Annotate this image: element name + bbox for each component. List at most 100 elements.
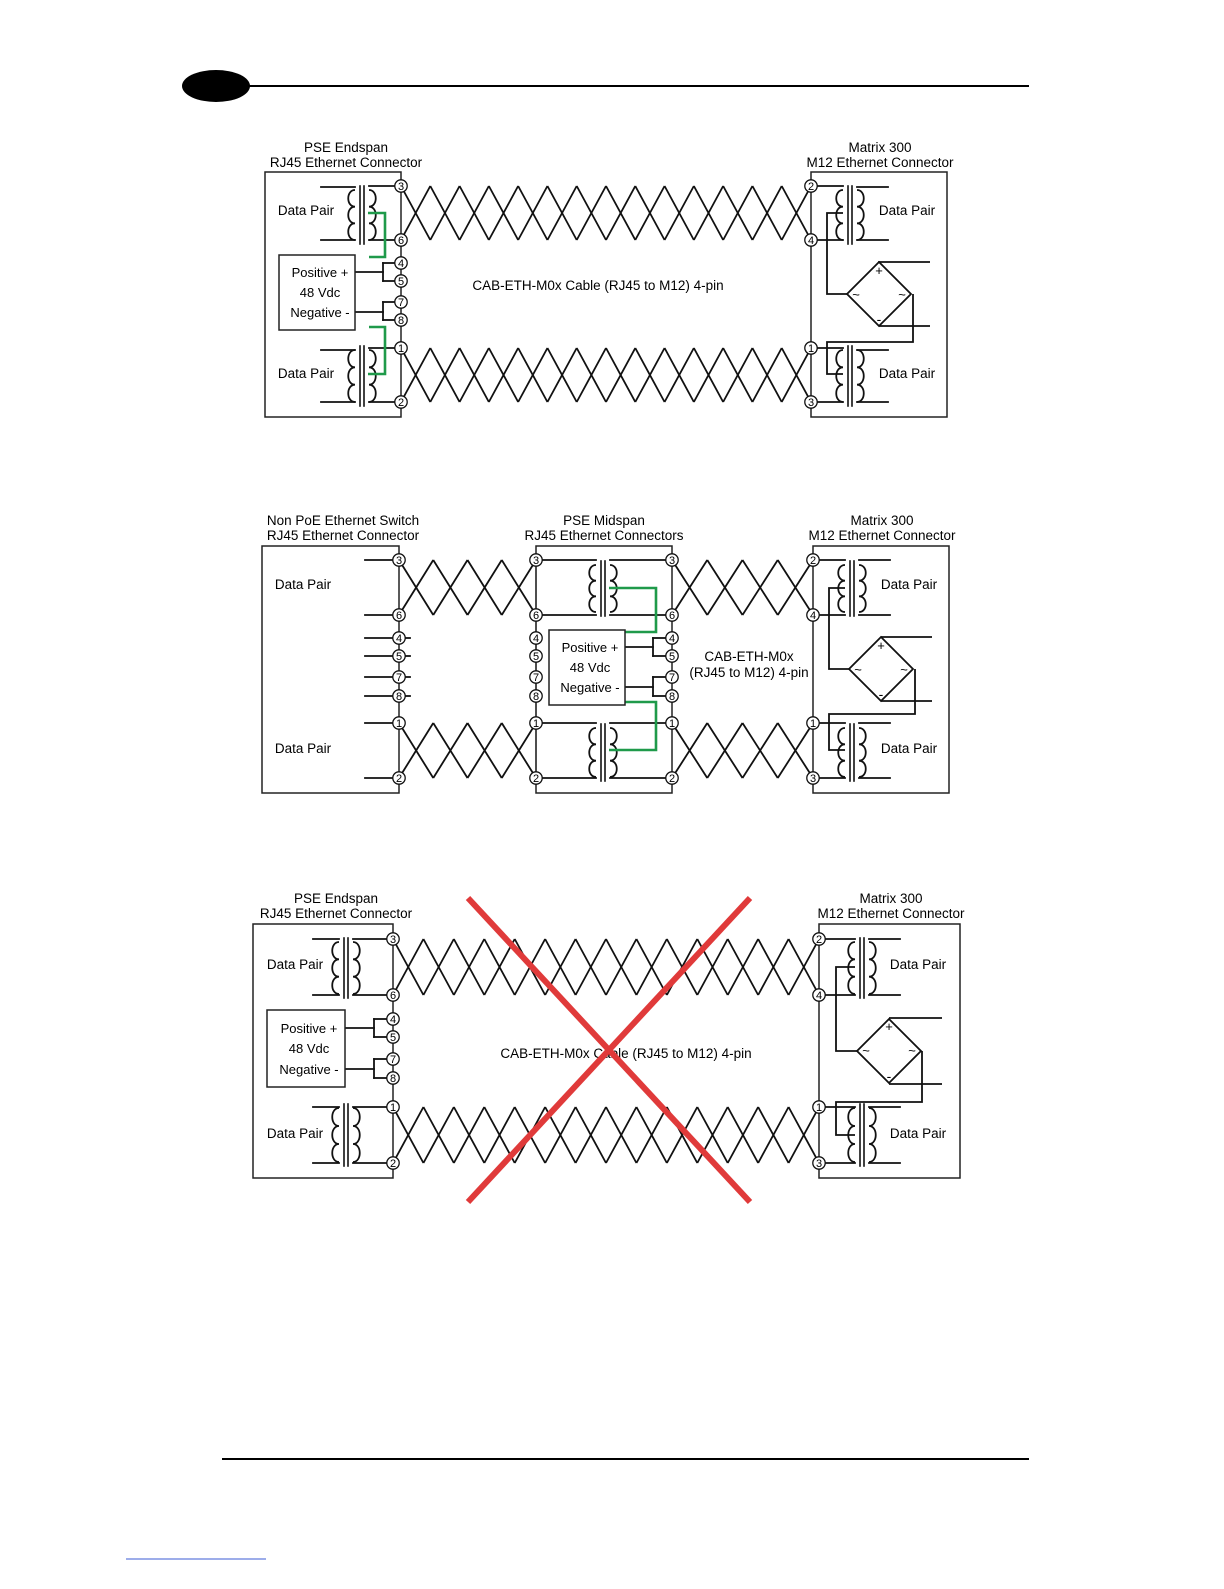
pin-number: 2 bbox=[533, 773, 539, 785]
power-positive-label: Positive + bbox=[562, 640, 619, 655]
twisted-pair-wire bbox=[671, 722, 814, 779]
left-title-line1: PSE Endspan bbox=[294, 891, 378, 906]
bridge-plus-label: + bbox=[875, 263, 883, 278]
pin-number: 3 bbox=[669, 555, 675, 567]
pin-number: 1 bbox=[669, 718, 675, 730]
pin-circle bbox=[665, 608, 679, 622]
pin-circle bbox=[386, 1012, 400, 1026]
mid-title-line2: RJ45 Ethernet Connectors bbox=[524, 528, 683, 543]
midspan-transformer-top-coil bbox=[588, 564, 597, 613]
left-title-line2: RJ45 Ethernet Connector bbox=[260, 906, 413, 921]
bridge-input-top bbox=[835, 966, 857, 1052]
pin-circle bbox=[392, 689, 406, 703]
twisted-pair-wire bbox=[398, 559, 537, 616]
power-tap-bottom bbox=[609, 700, 658, 752]
pin-number: 2 bbox=[669, 773, 675, 785]
left-title-line2: RJ45 Ethernet Connector bbox=[267, 528, 420, 543]
twisted-pair-wire bbox=[400, 185, 812, 241]
right-transformer-bottom-coil bbox=[858, 727, 867, 778]
bridge-ac-label: ~ bbox=[862, 1043, 870, 1058]
right-title-line1: Matrix 300 bbox=[848, 140, 911, 155]
power-positive-label: Positive + bbox=[292, 265, 349, 280]
pin-number: 4 bbox=[669, 633, 675, 645]
twisted-pair-wire bbox=[392, 938, 820, 996]
right-connector-box bbox=[810, 171, 948, 418]
pin-number: 4 bbox=[808, 235, 814, 247]
pin-circle bbox=[392, 608, 406, 622]
pin-number: 6 bbox=[390, 990, 396, 1002]
pin-circle bbox=[665, 771, 679, 785]
pin-number: 1 bbox=[816, 1102, 822, 1114]
pin-circle bbox=[665, 670, 679, 684]
pin-number: 3 bbox=[533, 555, 539, 567]
pin-number: 1 bbox=[808, 343, 814, 355]
bridge-input-bottom bbox=[828, 669, 916, 751]
pin-circle bbox=[529, 608, 543, 622]
pin-number: 4 bbox=[390, 1014, 396, 1026]
right-title-line1: Matrix 300 bbox=[859, 891, 922, 906]
pin-number: 5 bbox=[398, 276, 404, 288]
pin-circle bbox=[529, 670, 543, 684]
pin-number: 7 bbox=[398, 297, 404, 309]
pin-circle bbox=[394, 256, 408, 270]
pin-circle bbox=[804, 179, 818, 193]
right-transformer-top-coil bbox=[858, 564, 867, 613]
pin-circle bbox=[812, 1100, 826, 1114]
left-transformer-bottom-coil bbox=[347, 349, 356, 403]
twisted-pair-wire bbox=[392, 1106, 820, 1164]
twisted-pair-wire bbox=[398, 722, 537, 779]
left-transformer-bottom-coil bbox=[331, 1107, 340, 1163]
bridge-ac-label: ~ bbox=[898, 287, 906, 302]
pin-number: 7 bbox=[533, 672, 539, 684]
pin-circle bbox=[665, 631, 679, 645]
power-source-box bbox=[266, 1009, 346, 1088]
pin-number: 1 bbox=[390, 1102, 396, 1114]
right-title-line2: M12 Ethernet Connector bbox=[808, 528, 956, 543]
bridge-ac-label: ~ bbox=[908, 1043, 916, 1058]
left-transformer-top-coil bbox=[347, 189, 356, 241]
midspan-transformer-bottom-coil bbox=[588, 727, 597, 778]
bridge-ac-label: ~ bbox=[852, 287, 860, 302]
diagram-endspan-correct: PSE Endspan RJ45 Ethernet Connector Matr… bbox=[264, 140, 954, 418]
pin-circle bbox=[804, 233, 818, 247]
twisted-pair-wire bbox=[671, 559, 814, 616]
pin-circle bbox=[529, 631, 543, 645]
bridge-ac-label: ~ bbox=[854, 662, 862, 677]
power-source-box bbox=[278, 254, 356, 331]
power-voltage-label: 48 Vdc bbox=[570, 660, 611, 675]
pin-circle bbox=[804, 395, 818, 409]
bridge-plus-label: + bbox=[877, 638, 885, 653]
data-pair-label: Data Pair bbox=[879, 366, 936, 381]
pin-number: 3 bbox=[816, 1158, 822, 1170]
pin-number: 8 bbox=[669, 691, 675, 703]
left-connector-box bbox=[252, 923, 394, 1179]
power-voltage-label: 48 Vdc bbox=[300, 285, 341, 300]
data-pair-label: Data Pair bbox=[278, 366, 335, 381]
pin-number: 6 bbox=[396, 610, 402, 622]
data-pair-label: Data Pair bbox=[890, 1126, 947, 1141]
bridge-minus-label: - bbox=[879, 686, 884, 702]
pin-circle bbox=[386, 988, 400, 1002]
pin-circle bbox=[806, 771, 820, 785]
pin-circle bbox=[392, 716, 406, 730]
pin-number: 3 bbox=[396, 555, 402, 567]
left-title-line2: RJ45 Ethernet Connector bbox=[270, 155, 423, 170]
rectifier-bridge bbox=[855, 1017, 923, 1085]
twisted-pair-wire bbox=[400, 347, 812, 403]
midspan-box bbox=[535, 545, 673, 794]
pin-circle bbox=[392, 649, 406, 663]
bridge-ac-label: ~ bbox=[900, 662, 908, 677]
switch-connector-box bbox=[261, 545, 400, 794]
mid-title-line1: PSE Midspan bbox=[563, 513, 645, 528]
right-transformer-bottom-coil bbox=[856, 349, 865, 403]
left-connector-box bbox=[264, 171, 402, 418]
pin-circle bbox=[665, 553, 679, 567]
twisted-pair-wire bbox=[392, 938, 820, 996]
pin-number: 4 bbox=[816, 990, 822, 1002]
pin-circle bbox=[386, 932, 400, 946]
left-title-line1: PSE Endspan bbox=[304, 140, 388, 155]
pin-circle bbox=[386, 1052, 400, 1066]
pin-circle bbox=[394, 341, 408, 355]
pin-number: 2 bbox=[808, 181, 814, 193]
pin-number: 7 bbox=[669, 672, 675, 684]
